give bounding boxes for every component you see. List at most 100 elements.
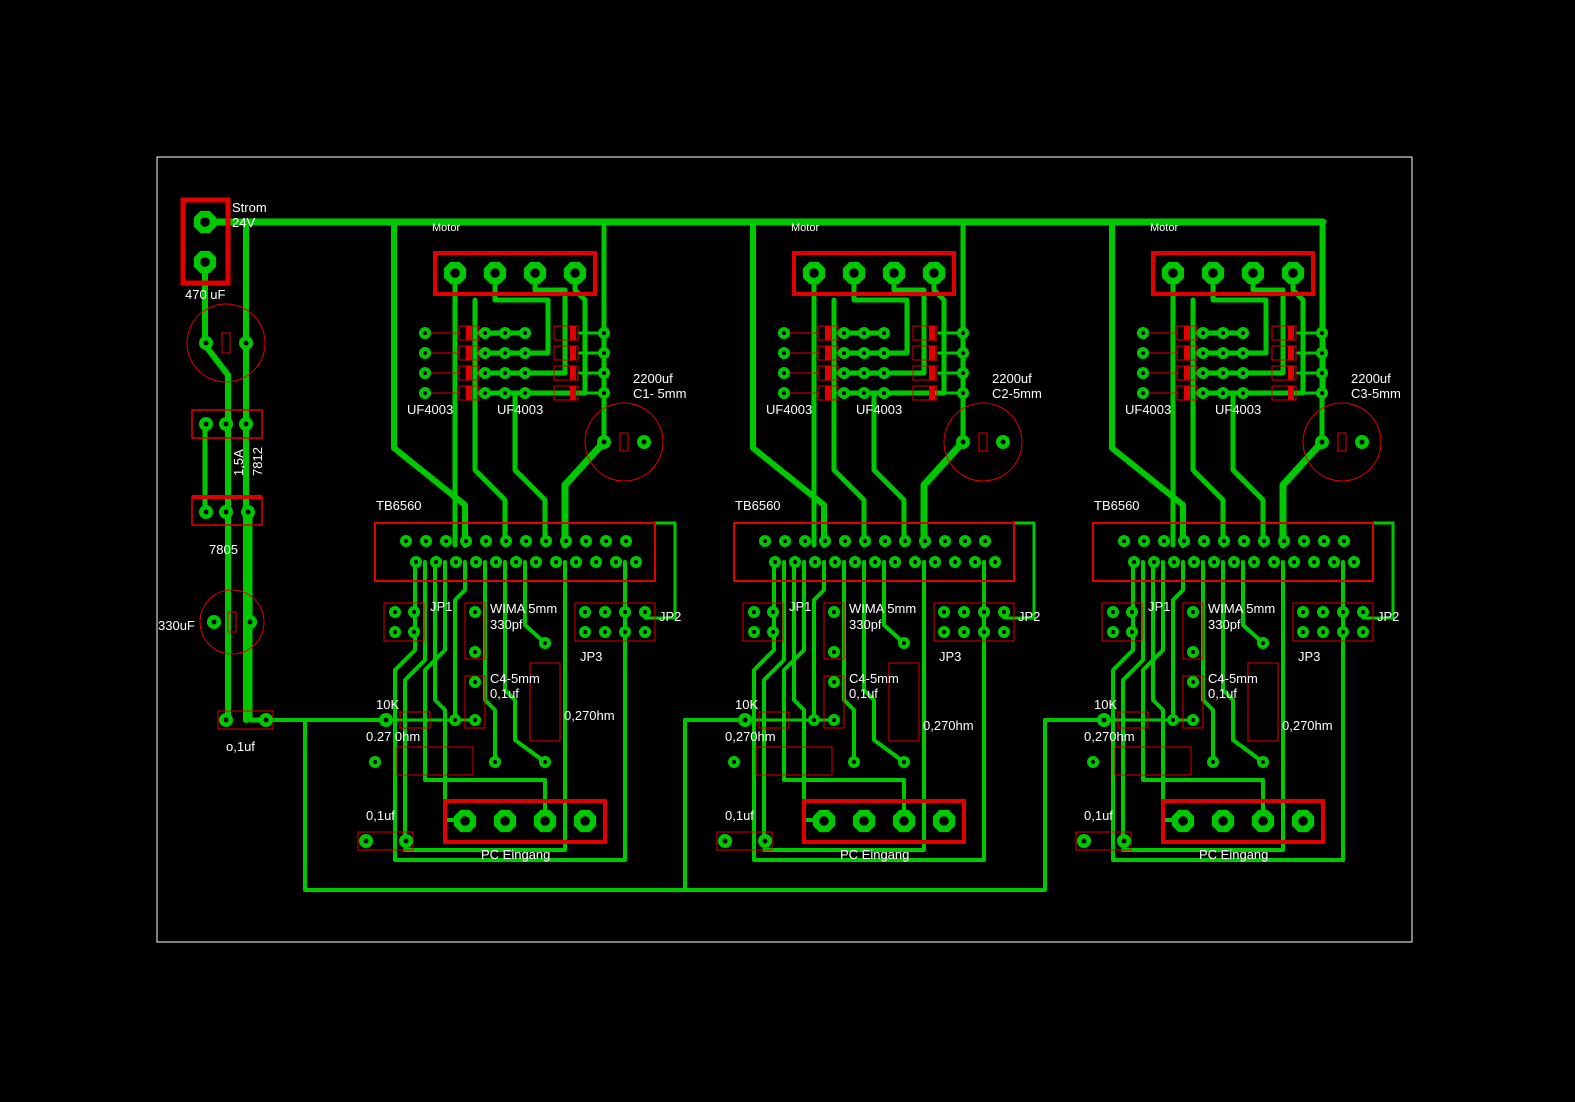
pad-hole bbox=[492, 759, 498, 765]
jp2-outline bbox=[1292, 602, 1374, 642]
cap-2200-outline bbox=[584, 402, 664, 482]
diode-band bbox=[825, 346, 831, 360]
pad-hole bbox=[1190, 717, 1196, 723]
pad-hole bbox=[862, 538, 868, 544]
cap-470-label: 470 uF bbox=[185, 287, 226, 302]
diode-band bbox=[570, 346, 576, 360]
trace bbox=[856, 270, 947, 396]
trace bbox=[1241, 560, 1265, 645]
trace bbox=[882, 560, 906, 645]
resistor-10k-outline bbox=[399, 711, 431, 729]
pad-hole bbox=[1141, 538, 1147, 544]
pad-hole bbox=[1300, 629, 1306, 635]
pad-hole bbox=[942, 538, 948, 544]
pad-hole bbox=[1240, 390, 1246, 396]
pad-hole bbox=[593, 559, 599, 565]
pad-hole bbox=[601, 370, 607, 376]
jp1-label: JP1 bbox=[789, 599, 811, 614]
pad-hole bbox=[460, 816, 470, 826]
cap-01-power-label: o,1uf bbox=[226, 739, 255, 754]
trace bbox=[1171, 560, 1185, 722]
pad-hole bbox=[811, 717, 817, 723]
diode-body bbox=[1271, 345, 1297, 361]
cap-big-label: 2200uf bbox=[1351, 371, 1391, 386]
pad-hole bbox=[1131, 559, 1137, 565]
jp3-label: JP3 bbox=[580, 649, 602, 664]
diode-band bbox=[570, 326, 576, 340]
diode-band bbox=[466, 386, 472, 400]
wima-value-label: 330pf bbox=[849, 617, 882, 632]
pad-hole bbox=[522, 330, 528, 336]
pad-hole bbox=[522, 350, 528, 356]
trace bbox=[1201, 560, 1215, 764]
cap-2200-body bbox=[1337, 432, 1347, 452]
trace bbox=[433, 560, 467, 822]
pad-hole bbox=[482, 390, 488, 396]
trace bbox=[247, 509, 269, 723]
pad-hole bbox=[1231, 559, 1237, 565]
wima-value-label: 330pf bbox=[490, 617, 523, 632]
motor-connector-outline bbox=[1151, 251, 1315, 296]
trace bbox=[1121, 560, 1145, 842]
trace bbox=[1210, 270, 1269, 356]
pad-hole bbox=[1241, 538, 1247, 544]
pad-hole bbox=[960, 439, 966, 445]
pad-hole bbox=[433, 559, 439, 565]
pad-hole bbox=[1319, 390, 1325, 396]
trace bbox=[862, 560, 906, 764]
pad-hole bbox=[1248, 268, 1258, 278]
trace bbox=[1215, 270, 1286, 376]
resistor-outline bbox=[1114, 746, 1192, 776]
pc-input-outline bbox=[1161, 799, 1325, 844]
pad-hole bbox=[941, 629, 947, 635]
cap-small-label: 0,1uf bbox=[725, 808, 754, 823]
wima-value-label: 330pf bbox=[1208, 617, 1241, 632]
diode-band bbox=[1184, 366, 1190, 380]
diode-band bbox=[929, 386, 935, 400]
trace bbox=[492, 270, 551, 356]
pad-hole bbox=[403, 838, 409, 844]
pad-hole bbox=[203, 340, 209, 346]
diode-band bbox=[825, 326, 831, 340]
pad-hole bbox=[751, 609, 757, 615]
wima-label: WIMA 5mm bbox=[1208, 601, 1275, 616]
pad-hole bbox=[899, 816, 909, 826]
resistor-outline bbox=[396, 746, 474, 776]
cap-2200-outline bbox=[1302, 402, 1382, 482]
pad-hole bbox=[411, 629, 417, 635]
pad-hole bbox=[523, 538, 529, 544]
pad-hole bbox=[601, 350, 607, 356]
motor-label: Motor bbox=[791, 222, 819, 234]
pad-hole bbox=[1140, 330, 1146, 336]
pad-hole bbox=[831, 679, 837, 685]
pad-hole bbox=[463, 538, 469, 544]
pad-hole bbox=[861, 330, 867, 336]
pad-hole bbox=[849, 268, 859, 278]
diode-body bbox=[553, 325, 579, 341]
trace bbox=[792, 560, 826, 822]
trace bbox=[782, 560, 906, 822]
trace bbox=[762, 560, 786, 842]
pad-hole bbox=[1181, 538, 1187, 544]
pad-hole bbox=[981, 609, 987, 615]
pad-hole bbox=[960, 350, 966, 356]
pad-hole bbox=[641, 439, 647, 445]
pad-hole bbox=[1191, 559, 1197, 565]
diode-body bbox=[1271, 385, 1297, 401]
pad-hole bbox=[542, 640, 548, 646]
pad-hole bbox=[852, 559, 858, 565]
pad-hole bbox=[1200, 330, 1206, 336]
driver-label: TB6560 bbox=[376, 498, 422, 513]
pad-hole bbox=[1151, 559, 1157, 565]
pad-hole bbox=[1121, 538, 1127, 544]
pad-hole bbox=[961, 609, 967, 615]
diode-body bbox=[912, 325, 938, 341]
pad-hole bbox=[861, 370, 867, 376]
trace bbox=[762, 560, 926, 852]
pad-hole bbox=[1300, 609, 1306, 615]
trace bbox=[851, 270, 910, 356]
diode-left-label: UF4003 bbox=[766, 402, 812, 417]
motor-label: Motor bbox=[1150, 222, 1178, 234]
pad-hole bbox=[960, 330, 966, 336]
